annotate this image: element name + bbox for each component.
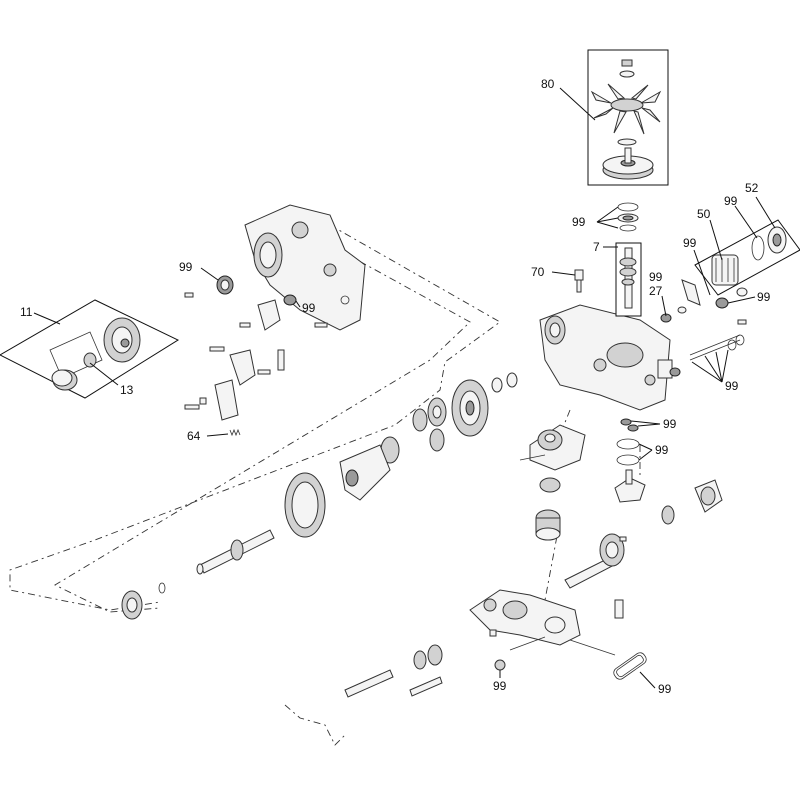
- axle-shaft-left: [196, 529, 275, 575]
- ring-gear-icon: [451, 379, 489, 437]
- axle-shaft-right: [564, 533, 625, 589]
- upper-hardware: [184, 292, 328, 421]
- filter-kit-box: [694, 219, 800, 296]
- callout-50: 50: [697, 207, 711, 221]
- fan-pulley-kit-box: [587, 49, 669, 186]
- fan-icon: [590, 83, 662, 135]
- callout-11: 11: [20, 305, 33, 319]
- callout-99-cover: 99: [757, 290, 771, 304]
- hub-icon: [694, 479, 723, 513]
- callout-13: 13: [120, 383, 134, 397]
- callout-70: 70: [531, 265, 545, 279]
- callout-99-bottom: 99: [493, 679, 507, 693]
- callout-labels: 80 99 7 70 99 27 99 50 99 52 99 99 99 99…: [20, 77, 771, 696]
- callout-99-right: 99: [683, 236, 697, 250]
- gear-cluster: [339, 372, 518, 501]
- callout-99-housing: 99: [302, 301, 316, 315]
- callout-99-top: 99: [572, 215, 586, 229]
- filter-icon: [711, 254, 739, 286]
- callout-52: 52: [745, 181, 759, 195]
- spring-icon: [229, 428, 241, 437]
- lower-housing: [469, 589, 624, 646]
- callout-27: 27: [649, 284, 663, 298]
- callout-99-seal: 99: [179, 260, 193, 274]
- callout-80: 80: [541, 77, 555, 91]
- callout-99-orings: 99: [655, 443, 669, 457]
- bolt-icon: [574, 269, 584, 293]
- pulley-icon: [602, 147, 654, 180]
- port-fittings: [669, 319, 747, 377]
- differential-housing: [519, 424, 586, 493]
- upper-housing: [244, 204, 366, 331]
- large-ring-gear-icon: [284, 472, 326, 538]
- callout-99-ports: 99: [725, 379, 739, 393]
- belt-icon: [613, 652, 647, 680]
- pump-shaft-box: [615, 242, 642, 317]
- differential-gear: [535, 509, 561, 541]
- main-housing: [539, 304, 673, 411]
- callout-7: 7: [593, 240, 600, 254]
- brake-kit-box: [0, 299, 180, 399]
- callout-99-br: 99: [658, 682, 672, 696]
- brake-disc-icon: [103, 317, 141, 363]
- callout-99-filter: 99: [724, 194, 738, 208]
- callout-99-27: 99: [649, 270, 663, 284]
- callout-99-drain: 99: [663, 417, 677, 431]
- brake-pad-icon: [51, 369, 78, 391]
- callout-64: 64: [187, 429, 201, 443]
- leader-lines: [33, 87, 776, 689]
- lower-shafts: [344, 629, 616, 698]
